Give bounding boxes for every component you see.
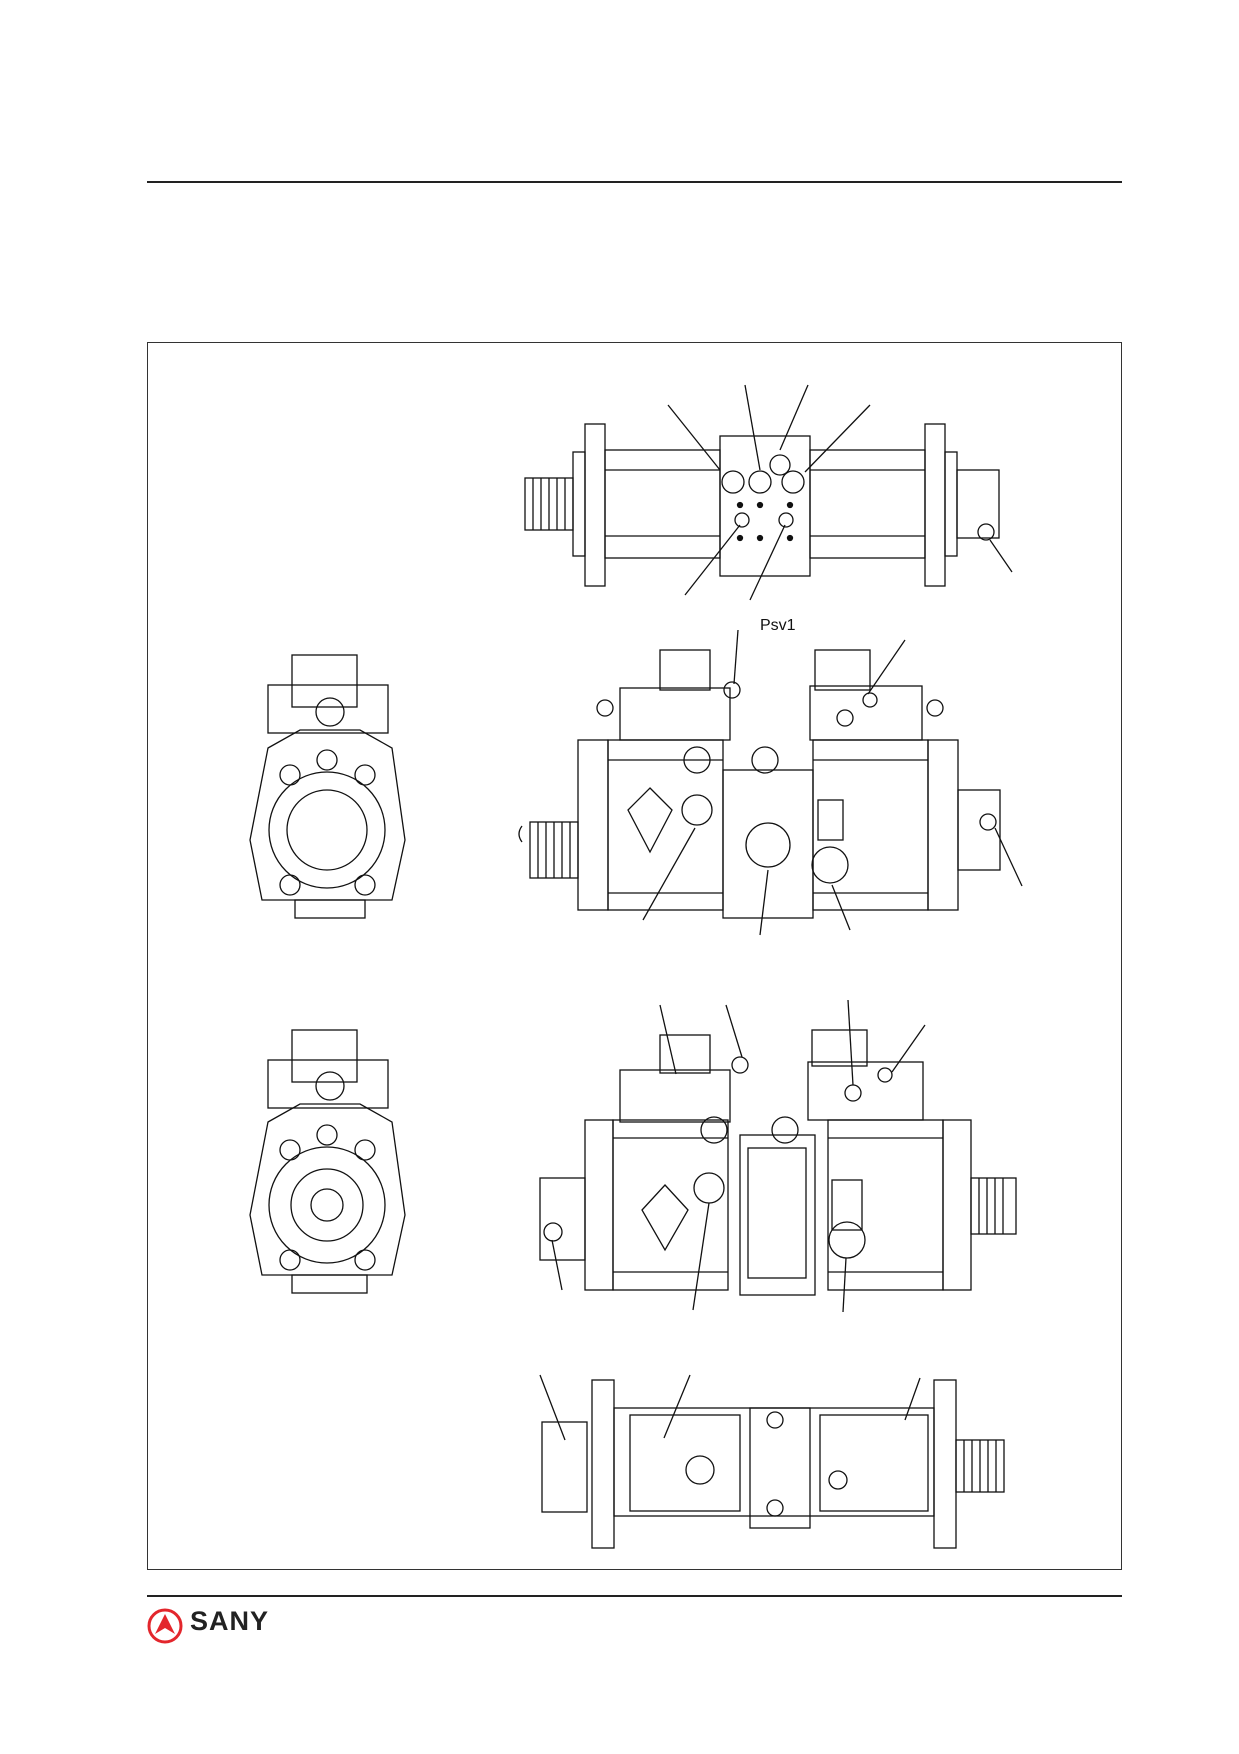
rear-view bbox=[539, 999, 1017, 1313]
front-view bbox=[518, 629, 1023, 936]
sany-logo-icon bbox=[147, 1608, 183, 1644]
end-view-upper bbox=[249, 654, 406, 919]
drawing-frame bbox=[147, 342, 1122, 1570]
end-view-lower bbox=[249, 1029, 406, 1294]
psv1-callout: Psv1 bbox=[760, 617, 796, 634]
brand-name: SANY bbox=[190, 1606, 270, 1636]
header-rule bbox=[147, 181, 1122, 183]
footer-rule bbox=[147, 1595, 1122, 1597]
bottom-view bbox=[539, 1374, 1005, 1549]
top-view bbox=[524, 384, 1013, 601]
